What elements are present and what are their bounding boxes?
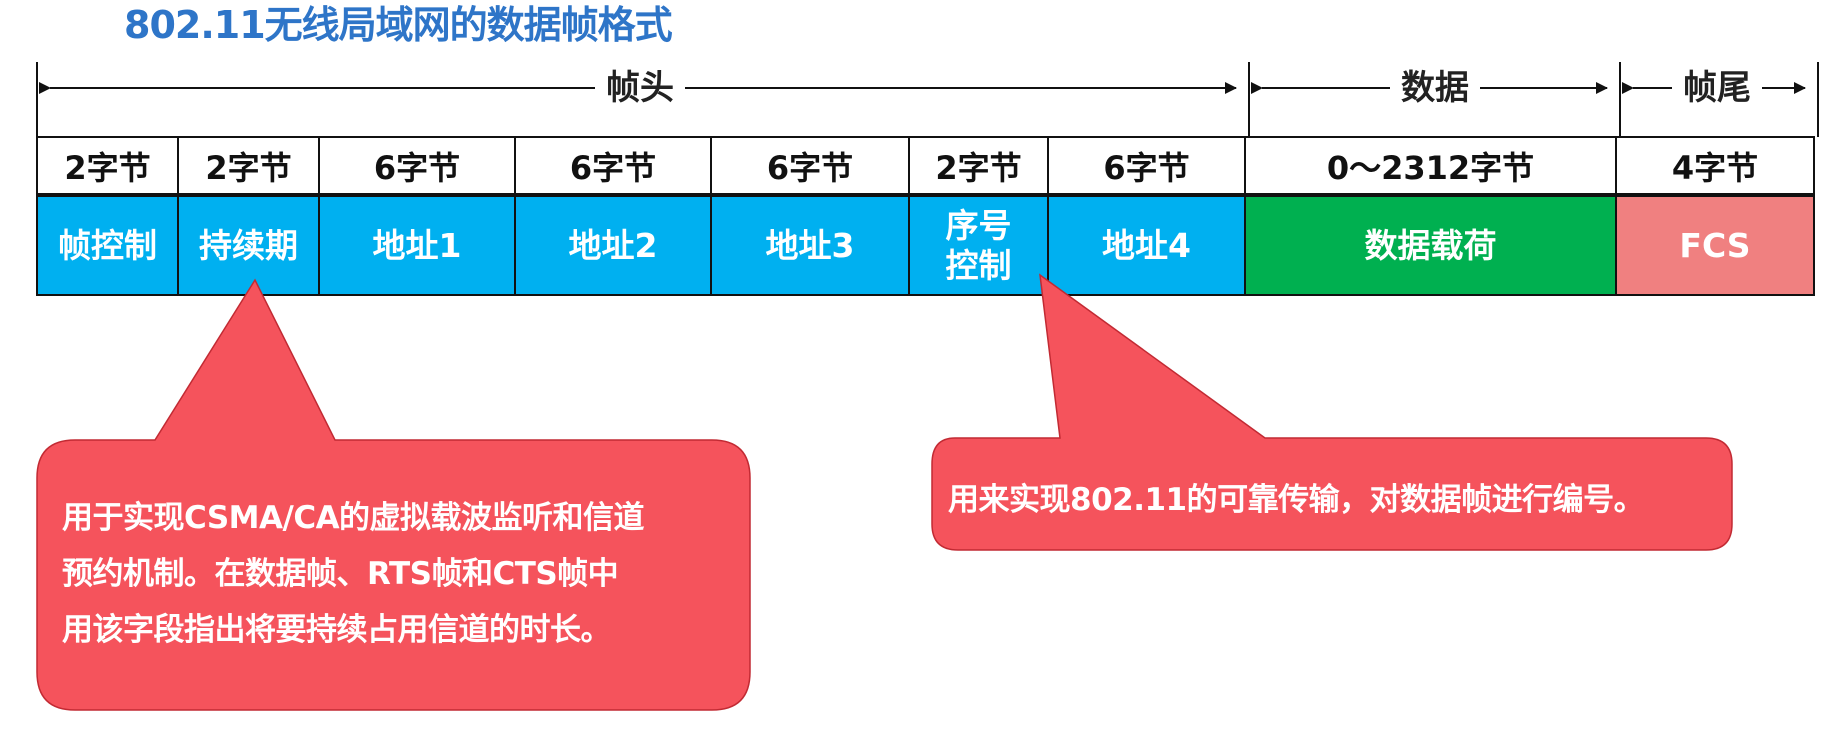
size-cell: 2字节: [36, 136, 179, 195]
callout-sequence-text: 用来实现802.11的可靠传输，对数据帧进行编号。: [948, 472, 1738, 528]
callout-line: 用于实现CSMA/CA的虚拟载波监听和信道: [62, 500, 645, 536]
callout-line: 用来实现802.11的可靠传输，对数据帧进行编号。: [948, 482, 1645, 518]
size-cell: 0～2312字节: [1244, 136, 1617, 195]
field-fcs: FCS: [1615, 195, 1815, 296]
callout-sequence-bubble: [931, 273, 1733, 551]
field-duration: 持续期: [177, 195, 320, 296]
field-sequence-control: 序号控制: [908, 195, 1049, 296]
size-cell: 6字节: [710, 136, 910, 195]
callout-duration-bubble: [36, 278, 751, 711]
field-sequence-control-label: 序号控制: [945, 205, 1012, 285]
callout-line: 预约机制。在数据帧、RTS帧和CTS帧中: [62, 556, 619, 592]
size-cell: 6字节: [514, 136, 712, 195]
page-title: 802.11无线局域网的数据帧格式: [124, 3, 673, 47]
size-cell: 6字节: [318, 136, 516, 195]
field-row: 帧控制 持续期 地址1 地址2 地址3 序号控制 地址4 数据载荷 FCS: [36, 195, 1815, 296]
span-label-data: 数据: [1390, 66, 1480, 110]
field-address-1: 地址1: [318, 195, 516, 296]
callout-line: 用该字段指出将要持续占用信道的时长。: [62, 612, 612, 648]
span-label-trailer: 帧尾: [1672, 66, 1762, 110]
byte-size-row: 2字节 2字节 6字节 6字节 6字节 2字节 6字节 0～2312字节 4字节: [36, 136, 1815, 195]
field-address-4: 地址4: [1047, 195, 1246, 296]
span-label-header: 帧头: [595, 66, 685, 110]
callout-duration-text: 用于实现CSMA/CA的虚拟载波监听和信道 预约机制。在数据帧、RTS帧和CTS…: [62, 490, 722, 658]
field-payload: 数据载荷: [1244, 195, 1617, 296]
size-cell: 4字节: [1615, 136, 1815, 195]
field-address-3: 地址3: [710, 195, 910, 296]
size-cell: 6字节: [1047, 136, 1246, 195]
field-frame-control: 帧控制: [36, 195, 179, 296]
